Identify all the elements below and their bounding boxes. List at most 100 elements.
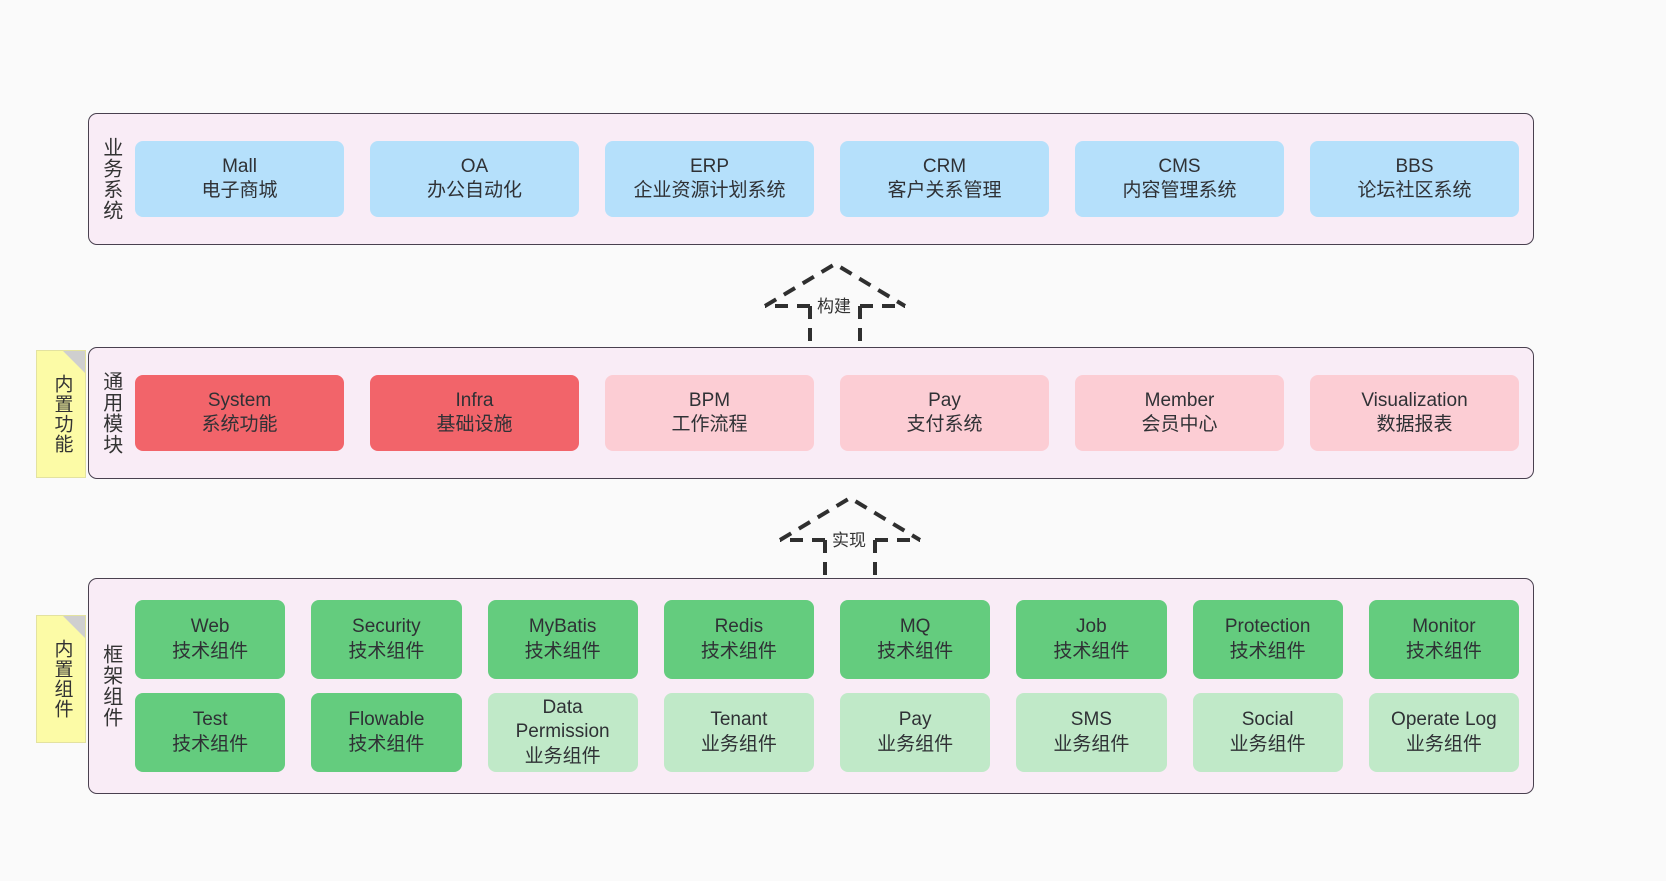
card-subtitle: 技术组件 <box>172 733 249 755</box>
connector-implement: 实现 <box>770 492 930 582</box>
card-visualization[interactable]: Visualization 数据报表 <box>1310 375 1519 451</box>
card-subtitle: 业务组件 <box>877 733 954 755</box>
card-subtitle: 技术组件 <box>877 640 954 662</box>
card-title: Member <box>1144 389 1215 411</box>
card-crm[interactable]: CRM 客户关系管理 <box>840 141 1049 217</box>
card-monitor[interactable]: Monitor 技术组件 <box>1368 600 1519 679</box>
card-erp[interactable]: ERP 企业资源计划系统 <box>605 141 814 217</box>
card-subtitle: 支付系统 <box>906 414 983 435</box>
card-subtitle: 业务组件 <box>1405 733 1482 755</box>
layer-business-system: 业务系统 Mall 电子商城 OA 办公自动化 ERP 企业资源计划系统 CRM… <box>88 113 1534 245</box>
card-subtitle: 系统功能 <box>201 414 278 435</box>
card-pay-module[interactable]: Pay 支付系统 <box>840 375 1049 451</box>
card-subtitle: 技术组件 <box>172 640 249 662</box>
card-oa[interactable]: OA 办公自动化 <box>370 141 579 217</box>
card-title: Pay <box>928 389 961 411</box>
note-label: 内置组件 <box>51 639 73 719</box>
card-subtitle: 会员中心 <box>1141 414 1218 435</box>
note-builtin-features: 内置功能 <box>36 350 86 478</box>
card-sms[interactable]: SMS 业务组件 <box>1016 693 1167 772</box>
card-row: Web 技术组件 Security 技术组件 MyBatis 技术组件 Redi… <box>135 600 1519 679</box>
dashed-hollow-arrow-up-icon <box>763 261 907 348</box>
card-cms[interactable]: CMS 内容管理系统 <box>1075 141 1284 217</box>
card-social[interactable]: Social 业务组件 <box>1192 693 1343 772</box>
layer-title-common-modules: 通用模块 <box>99 371 122 455</box>
card-member[interactable]: Member 会员中心 <box>1075 375 1284 451</box>
card-title: Test <box>192 709 228 731</box>
card-subtitle: 数据报表 <box>1376 414 1453 435</box>
card-title: Tenant <box>710 709 768 731</box>
card-subtitle: 企业资源计划系统 <box>633 180 786 201</box>
card-title: Mall <box>222 155 257 177</box>
card-title: Web <box>190 616 230 638</box>
card-title: SMS <box>1070 709 1112 731</box>
card-bbs[interactable]: BBS 论坛社区系统 <box>1310 141 1519 217</box>
card-title: CRM <box>922 155 967 177</box>
card-subtitle: 论坛社区系统 <box>1357 180 1472 201</box>
card-title: ERP <box>689 155 730 177</box>
card-data-permission[interactable]: Data Permission 业务组件 <box>487 693 638 772</box>
card-subtitle: 业务组件 <box>524 745 601 767</box>
card-subtitle: 技术组件 <box>348 640 425 662</box>
card-subtitle: 技术组件 <box>1405 640 1482 662</box>
card-subtitle: 工作流程 <box>671 414 748 435</box>
card-subtitle: 技术组件 <box>700 640 777 662</box>
card-title: Job <box>1076 616 1107 638</box>
card-subtitle: 业务组件 <box>1053 733 1130 755</box>
connector-build: 构建 <box>755 258 915 348</box>
card-protection[interactable]: Protection 技术组件 <box>1192 600 1343 679</box>
card-redis[interactable]: Redis 技术组件 <box>663 600 814 679</box>
card-row: Mall 电子商城 OA 办公自动化 ERP 企业资源计划系统 CRM 客户关系… <box>135 141 1519 217</box>
card-grid-business-system: Mall 电子商城 OA 办公自动化 ERP 企业资源计划系统 CRM 客户关系… <box>131 114 1533 244</box>
card-mybatis[interactable]: MyBatis 技术组件 <box>487 600 638 679</box>
card-subtitle: 基础设施 <box>436 414 513 435</box>
layer-title-business-system: 业务系统 <box>99 137 122 221</box>
card-title: Visualization <box>1361 389 1468 411</box>
card-security[interactable]: Security 技术组件 <box>311 600 462 679</box>
card-infra[interactable]: Infra 基础设施 <box>370 375 579 451</box>
card-grid-framework-components: Web 技术组件 Security 技术组件 MyBatis 技术组件 Redi… <box>131 579 1533 793</box>
card-title: Security <box>352 616 421 638</box>
card-mall[interactable]: Mall 电子商城 <box>135 141 344 217</box>
card-operate-log[interactable]: Operate Log 业务组件 <box>1368 693 1519 772</box>
card-job[interactable]: Job 技术组件 <box>1016 600 1167 679</box>
card-subtitle: 客户关系管理 <box>887 180 1002 201</box>
card-title: Social <box>1241 709 1294 731</box>
layer-title-framework-components: 框架组件 <box>99 644 122 728</box>
card-grid-common-modules: System 系统功能 Infra 基础设施 BPM 工作流程 Pay 支付系统… <box>131 348 1533 478</box>
card-pay-component[interactable]: Pay 业务组件 <box>840 693 991 772</box>
card-test[interactable]: Test 技术组件 <box>135 693 286 772</box>
card-row: Test 技术组件 Flowable 技术组件 Data Permission … <box>135 693 1519 772</box>
card-title: Flowable <box>348 709 425 731</box>
card-title: CMS <box>1158 155 1201 177</box>
card-title: MQ <box>899 616 931 638</box>
card-bpm[interactable]: BPM 工作流程 <box>605 375 814 451</box>
card-title: OA <box>460 155 489 177</box>
card-title: BPM <box>688 389 731 411</box>
card-web[interactable]: Web 技术组件 <box>135 600 286 679</box>
card-subtitle: 技术组件 <box>1053 640 1130 662</box>
card-subtitle: 技术组件 <box>524 640 601 662</box>
card-subtitle: 电子商城 <box>201 180 278 201</box>
card-flowable[interactable]: Flowable 技术组件 <box>311 693 462 772</box>
card-title: Operate Log <box>1391 709 1497 731</box>
card-subtitle: 业务组件 <box>700 733 777 755</box>
card-system[interactable]: System 系统功能 <box>135 375 344 451</box>
card-title: BBS <box>1395 155 1434 177</box>
card-title: Data Permission <box>515 697 610 743</box>
card-mq[interactable]: MQ 技术组件 <box>840 600 991 679</box>
card-subtitle: 技术组件 <box>1229 640 1306 662</box>
card-row: System 系统功能 Infra 基础设施 BPM 工作流程 Pay 支付系统… <box>135 375 1519 451</box>
card-title: Pay <box>898 709 932 731</box>
card-title: Redis <box>714 616 764 638</box>
note-label: 内置功能 <box>51 374 73 454</box>
card-tenant[interactable]: Tenant 业务组件 <box>663 693 814 772</box>
connector-implement-label: 实现 <box>832 531 866 550</box>
card-subtitle: 内容管理系统 <box>1122 180 1237 201</box>
connector-build-label: 构建 <box>817 297 851 316</box>
card-title: System <box>207 389 272 411</box>
card-title: Protection <box>1224 616 1311 638</box>
layer-common-modules: 通用模块 System 系统功能 Infra 基础设施 BPM 工作流程 Pay… <box>88 347 1534 479</box>
card-subtitle: 业务组件 <box>1229 733 1306 755</box>
